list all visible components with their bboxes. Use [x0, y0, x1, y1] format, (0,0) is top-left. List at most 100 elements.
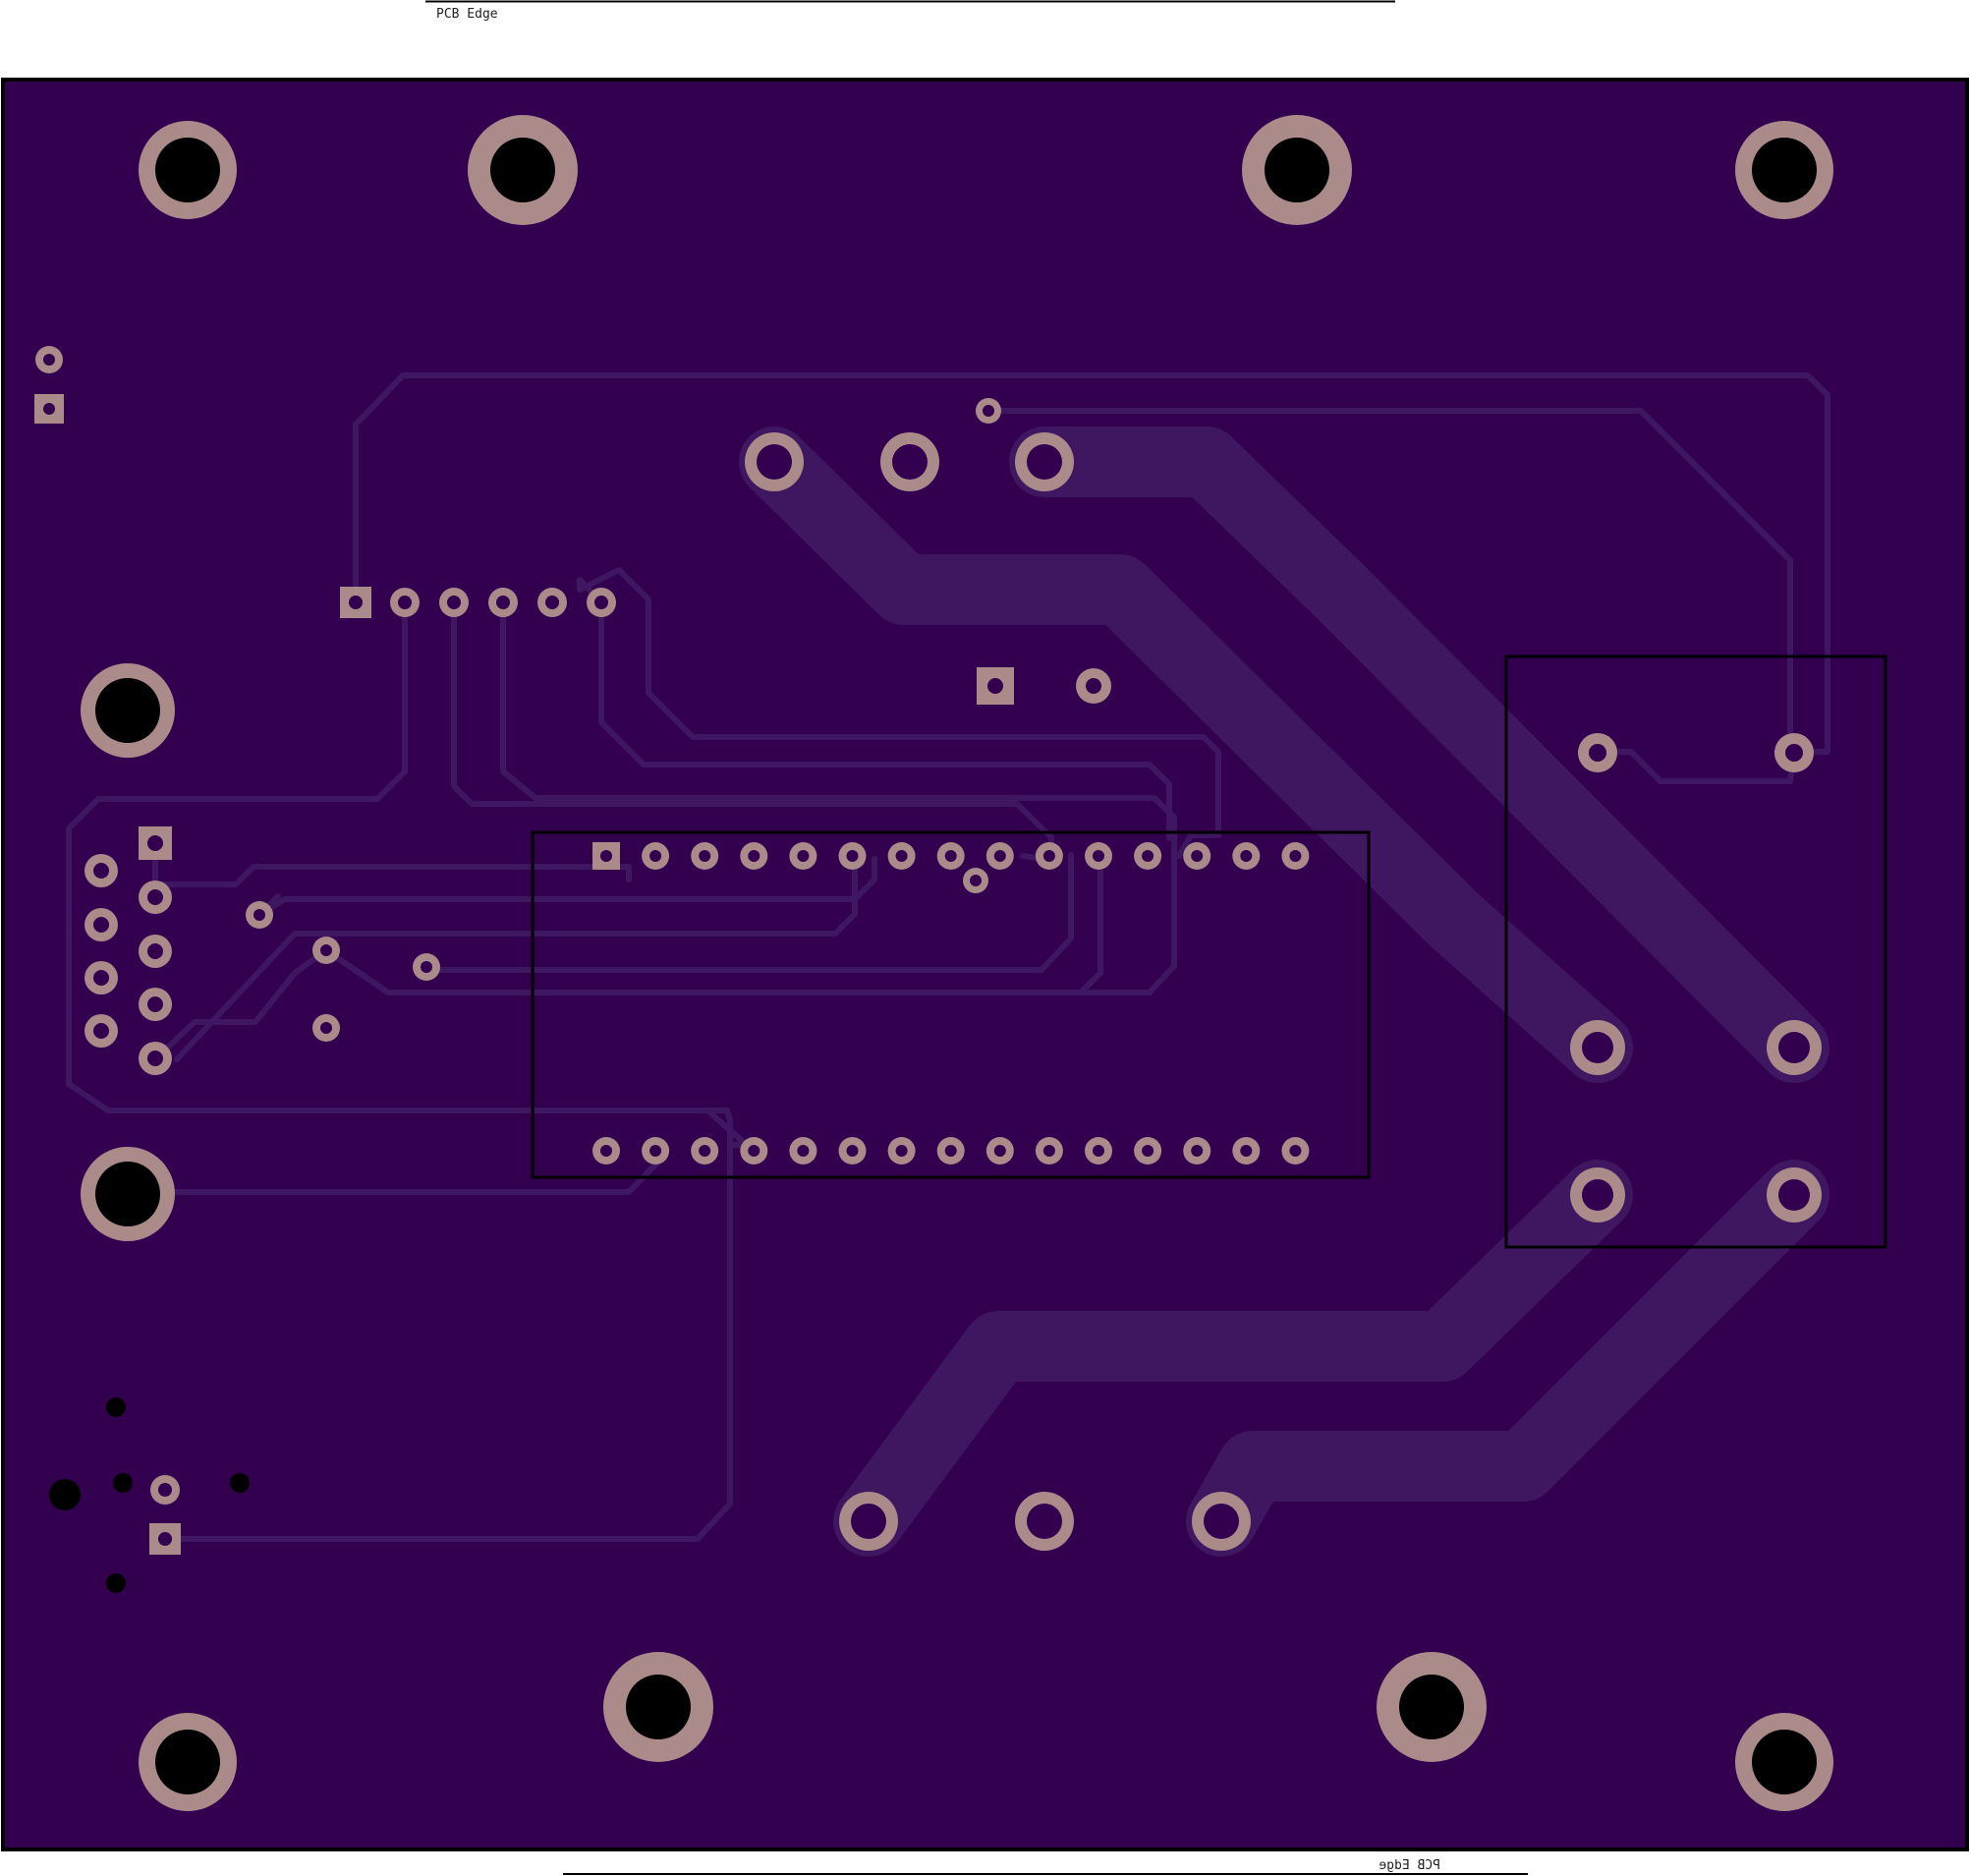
pad-drill — [147, 835, 163, 851]
pad — [312, 1014, 340, 1042]
mounting-hole — [139, 1713, 237, 1811]
pad-drill — [1240, 1145, 1253, 1157]
pad — [1774, 733, 1814, 772]
pad-drill — [1027, 444, 1062, 480]
pad — [936, 842, 965, 870]
pad-drill — [1785, 744, 1803, 762]
mounting-hole-drill — [95, 1162, 160, 1226]
pad — [1134, 1137, 1162, 1165]
pad-drill — [1093, 850, 1104, 862]
pad-drill — [1142, 1145, 1154, 1157]
pad — [1134, 842, 1162, 870]
mounting-hole — [1735, 1713, 1833, 1811]
pad — [1281, 842, 1310, 870]
pad-drill — [649, 850, 662, 862]
mounting-holes — [81, 115, 1833, 1811]
pad-drill — [983, 405, 994, 417]
pad-drill — [93, 1023, 109, 1039]
pad-drill — [496, 596, 510, 609]
pad-drill — [1778, 1179, 1810, 1211]
pad — [84, 1014, 118, 1048]
pad-drill — [93, 917, 109, 933]
pad — [789, 842, 817, 870]
pad — [887, 842, 916, 870]
pad-drill — [545, 596, 559, 609]
pad — [35, 346, 63, 373]
mounting-hole — [603, 1652, 713, 1762]
pad — [1183, 842, 1211, 870]
pad — [838, 842, 867, 870]
pad-drill — [93, 970, 109, 986]
pad — [976, 398, 1001, 424]
pad-drill — [846, 1145, 859, 1157]
pad-square — [149, 1523, 181, 1555]
npth-hole — [113, 1473, 133, 1493]
mounting-hole-drill — [490, 138, 555, 202]
pad-drill — [944, 1145, 957, 1157]
pad-square — [34, 394, 64, 424]
mounting-hole-drill — [1399, 1675, 1464, 1739]
pad — [963, 868, 988, 893]
pad — [587, 588, 616, 617]
mounting-hole-drill — [155, 138, 220, 202]
silk-module-outline — [531, 830, 1371, 1179]
pad-drill — [1204, 1504, 1239, 1539]
pad — [1570, 1020, 1625, 1075]
pad-drill — [797, 1145, 810, 1157]
mounting-hole — [468, 115, 578, 225]
pad-drill — [253, 909, 265, 921]
pad-drill — [421, 961, 432, 973]
pad-drill — [895, 1145, 908, 1157]
pad — [985, 842, 1014, 870]
pad — [839, 1492, 898, 1551]
pad-drill — [944, 850, 957, 862]
pad — [139, 988, 172, 1021]
pad — [789, 1137, 817, 1165]
pad-drill — [851, 1504, 886, 1539]
pad — [413, 953, 440, 981]
mounting-hole — [1377, 1652, 1487, 1762]
pad-drill — [43, 403, 55, 415]
pad-drill — [447, 596, 461, 609]
pad — [1015, 1492, 1074, 1551]
pad-drill — [748, 1145, 760, 1157]
pad-drill — [147, 996, 163, 1012]
pad — [439, 588, 469, 617]
npth-holes — [49, 1397, 250, 1593]
pad-drill — [1086, 678, 1101, 694]
npth-hole — [106, 1397, 126, 1417]
mounting-hole-drill — [626, 1675, 691, 1739]
pad-drill — [147, 889, 163, 905]
mounting-hole-drill — [1265, 138, 1329, 202]
pad-drill — [398, 596, 412, 609]
pad — [642, 842, 670, 870]
pad-drill — [1582, 1179, 1613, 1211]
mounting-hole-drill — [155, 1730, 220, 1794]
pad-drill — [757, 444, 792, 480]
pad-drill — [1589, 744, 1606, 762]
pad-drill — [320, 1022, 332, 1034]
mounting-hole — [1735, 121, 1833, 219]
pad — [1767, 1167, 1822, 1222]
pad-drill — [43, 354, 55, 366]
pad — [84, 854, 118, 887]
pad-drill — [158, 1532, 172, 1546]
pad-drill — [699, 1145, 711, 1157]
pad — [1232, 842, 1261, 870]
pad — [1232, 1137, 1261, 1165]
pad — [936, 1137, 965, 1165]
pad-drill — [1289, 1145, 1302, 1157]
pads — [34, 346, 1822, 1555]
pad — [985, 1137, 1014, 1165]
pad-drill — [600, 1145, 612, 1157]
pad — [838, 1137, 867, 1165]
mounting-hole-drill — [95, 678, 160, 743]
pad-drill — [1042, 850, 1055, 862]
pad — [887, 1137, 916, 1165]
pad — [745, 432, 804, 491]
pad-drill — [1582, 1032, 1613, 1063]
pad — [880, 432, 939, 491]
pad — [740, 842, 768, 870]
pad-drill — [1191, 1145, 1204, 1157]
pad — [592, 1137, 620, 1165]
